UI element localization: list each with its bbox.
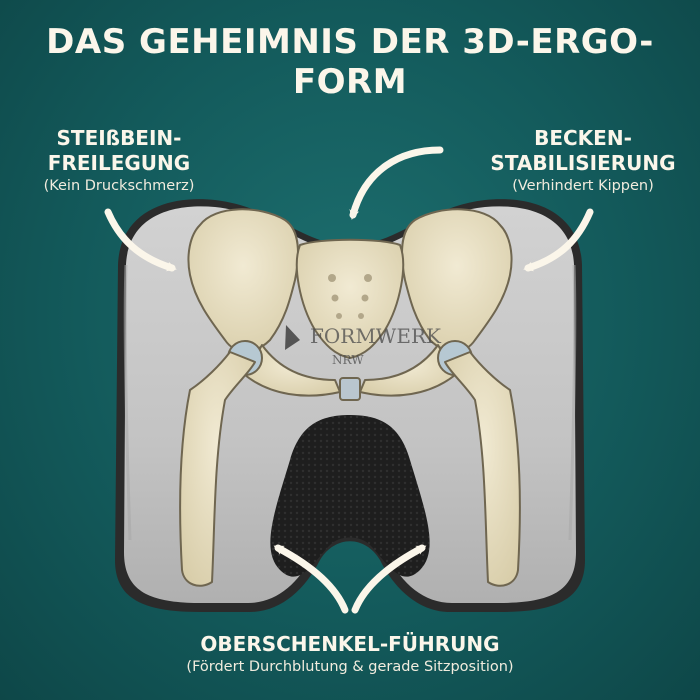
curved-arrow-icon — [104, 208, 177, 272]
label-thigh-guidance: OBERSCHENKEL-FÜHRUNG (Fördert Durchblutu… — [100, 632, 600, 677]
label-thigh-sub: (Fördert Durchblutung & gerade Sitzposit… — [186, 659, 514, 675]
watermark-logo: FORMWERK NRW — [285, 324, 442, 367]
label-pelvis-line1: BECKEN- — [534, 126, 632, 150]
curved-arrow-icon — [523, 208, 594, 272]
curved-arrow-icon — [349, 146, 444, 220]
label-pelvis-line2: STABILISIERUNG — [490, 151, 676, 175]
curved-arrow-icon — [351, 544, 427, 614]
label-coccyx-line2: FREILEGUNG — [47, 151, 191, 175]
label-thigh-line1: OBERSCHENKEL-FÜHRUNG — [200, 632, 500, 656]
label-coccyx-relief: STEIßBEIN- FREILEGUNG (Kein Druckschmerz… — [14, 126, 224, 196]
watermark-sub: NRW — [332, 353, 364, 367]
watermark-brand: FORMWERK — [310, 324, 442, 348]
page-title: DAS GEHEIMNIS DER 3D-ERGO-FORM — [46, 22, 654, 102]
label-pelvis-stabilization: BECKEN- STABILISIERUNG (Verhindert Kippe… — [478, 126, 688, 196]
pelvis-illustration — [179, 208, 521, 587]
label-pelvis-sub: (Verhindert Kippen) — [512, 178, 654, 194]
label-coccyx-line1: STEIßBEIN- — [56, 126, 182, 150]
label-coccyx-sub: (Kein Druckschmerz) — [43, 178, 195, 194]
curved-arrows — [104, 146, 594, 614]
curved-arrow-icon — [273, 544, 349, 614]
